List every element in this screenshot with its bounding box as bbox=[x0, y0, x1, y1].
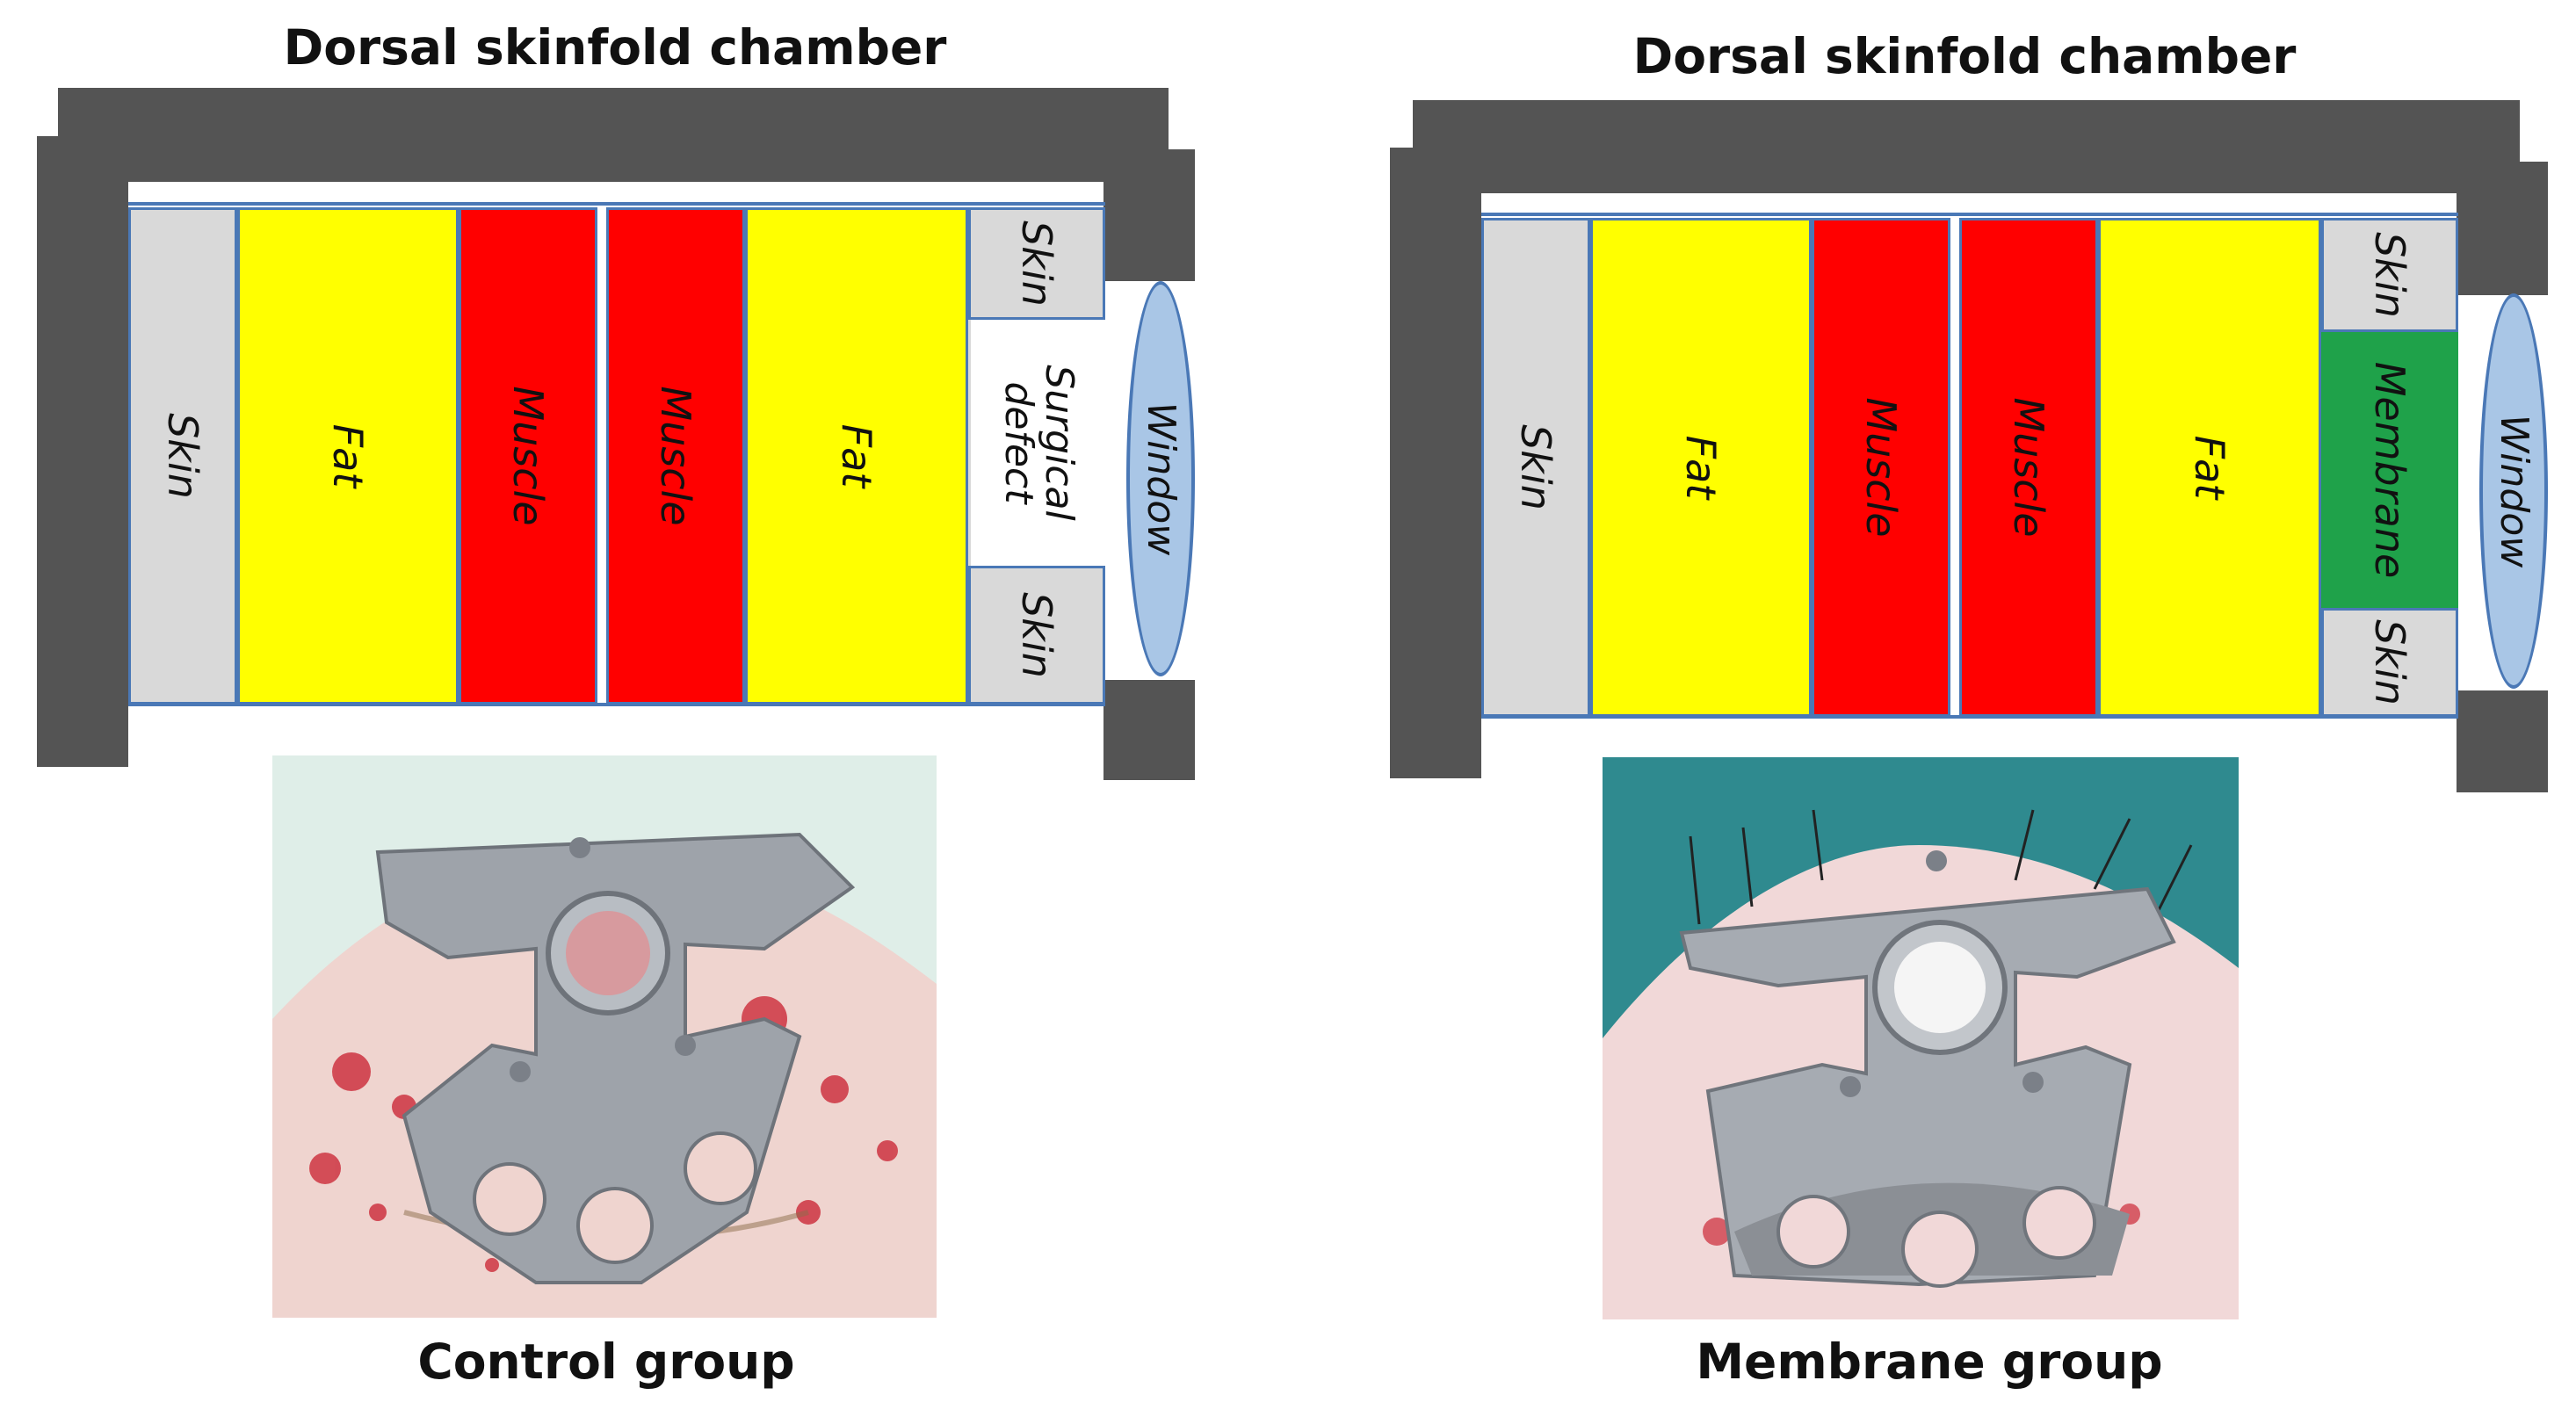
chamber-photo-illustration bbox=[1603, 757, 2239, 1319]
skin-layer-left: Skin bbox=[1481, 218, 1590, 717]
chamber-title: Dorsal skinfold chamber bbox=[1632, 28, 2297, 84]
tissue-bottom-line bbox=[128, 703, 1105, 706]
surgical-defect-label-line1: Surgical bbox=[1036, 365, 1082, 521]
fat-layer-left: Fat bbox=[1590, 218, 1812, 717]
control-panel: Dorsal skinfold chamber Skin Fat Muscle … bbox=[37, 19, 1195, 1390]
membrane-panel: Dorsal skinfold chamber Skin Fat Muscle … bbox=[1288, 0, 2576, 1424]
surgical-defect: Surgical defect bbox=[968, 320, 1105, 566]
chamber-frame-top bbox=[58, 88, 1169, 182]
skin-layer-bottom: Skin bbox=[968, 566, 1105, 705]
chamber-frame-left bbox=[37, 136, 128, 767]
chamber-frame-right-upper bbox=[1103, 149, 1195, 281]
skin-layer-top: Skin bbox=[2321, 218, 2458, 332]
surgical-defect-label-line2: defect bbox=[995, 381, 1041, 504]
chamber-frame-right-lower bbox=[1103, 680, 1195, 780]
chamber-frame-left bbox=[1390, 148, 1481, 778]
fat-layer-right: Fat bbox=[2098, 218, 2321, 717]
muscle-layer-right: Muscle bbox=[606, 207, 745, 705]
observation-window: Window bbox=[2479, 293, 2548, 689]
tissue-bottom-line bbox=[1481, 715, 2458, 719]
muscle-layer-left: Muscle bbox=[459, 207, 597, 705]
skin-layer-left: Skin bbox=[128, 207, 237, 705]
observation-window: Window bbox=[1126, 281, 1195, 676]
muscle-layer-right: Muscle bbox=[1959, 218, 2098, 717]
skin-layer-top: Skin bbox=[968, 207, 1105, 320]
control-chamber-photo bbox=[272, 755, 937, 1318]
chamber-frame-right-lower bbox=[2457, 690, 2548, 792]
tissue-top-line bbox=[1481, 213, 2458, 216]
muscle-layer-left: Muscle bbox=[1812, 218, 1950, 717]
membrane-layer: Membrane bbox=[2321, 332, 2458, 608]
chamber-photo-illustration bbox=[272, 755, 937, 1318]
fat-layer-left: Fat bbox=[237, 207, 459, 705]
chamber-title: Dorsal skinfold chamber bbox=[283, 19, 947, 76]
group-caption: Control group bbox=[417, 1334, 795, 1390]
membrane-chamber-photo bbox=[1603, 757, 2239, 1319]
chamber-frame-right-upper bbox=[2457, 162, 2548, 295]
tissue-top-line bbox=[128, 202, 1105, 206]
group-caption: Membrane group bbox=[1696, 1334, 2163, 1390]
skin-layer-bottom: Skin bbox=[2321, 608, 2458, 717]
chamber-frame-top bbox=[1413, 100, 2520, 193]
fat-layer-right: Fat bbox=[745, 207, 968, 705]
